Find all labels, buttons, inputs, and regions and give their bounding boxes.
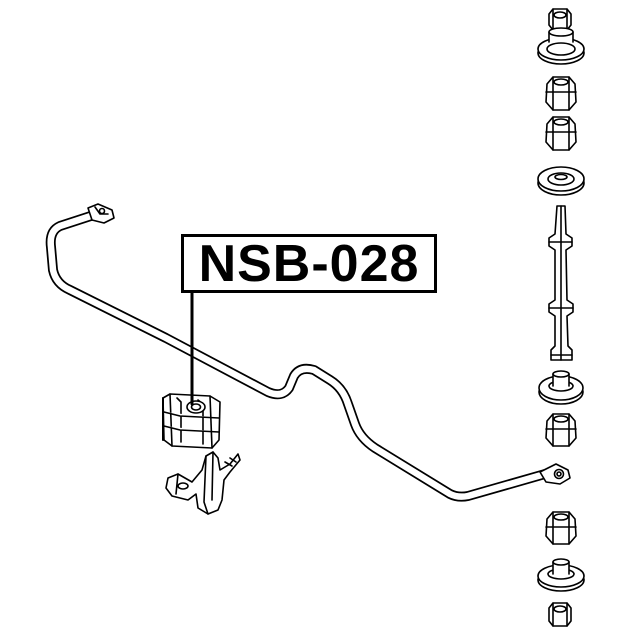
end-link-bushing-lower-2	[545, 511, 577, 545]
bushing-bracket	[165, 451, 241, 515]
bar-end-left	[87, 203, 115, 224]
end-link-nut-bottom	[548, 602, 572, 627]
end-link-washer-top	[537, 27, 585, 65]
end-link-nut-top	[548, 8, 572, 31]
end-link-assembly	[537, 8, 585, 627]
stabilizer-bar	[45, 203, 571, 502]
end-link-washer-3	[538, 370, 584, 405]
end-link-bolt	[548, 205, 574, 361]
end-link-bushing-lower-1	[545, 413, 577, 447]
end-link-bushing-upper-2	[545, 116, 577, 151]
stabilizer-bushing	[162, 393, 221, 449]
end-link-bushing-upper-1	[545, 76, 577, 111]
end-link-washer-bottom	[537, 558, 585, 592]
end-link-washer-2	[537, 166, 585, 196]
part-number-label: NSB-028	[181, 234, 437, 293]
bar-end-right	[539, 463, 571, 485]
